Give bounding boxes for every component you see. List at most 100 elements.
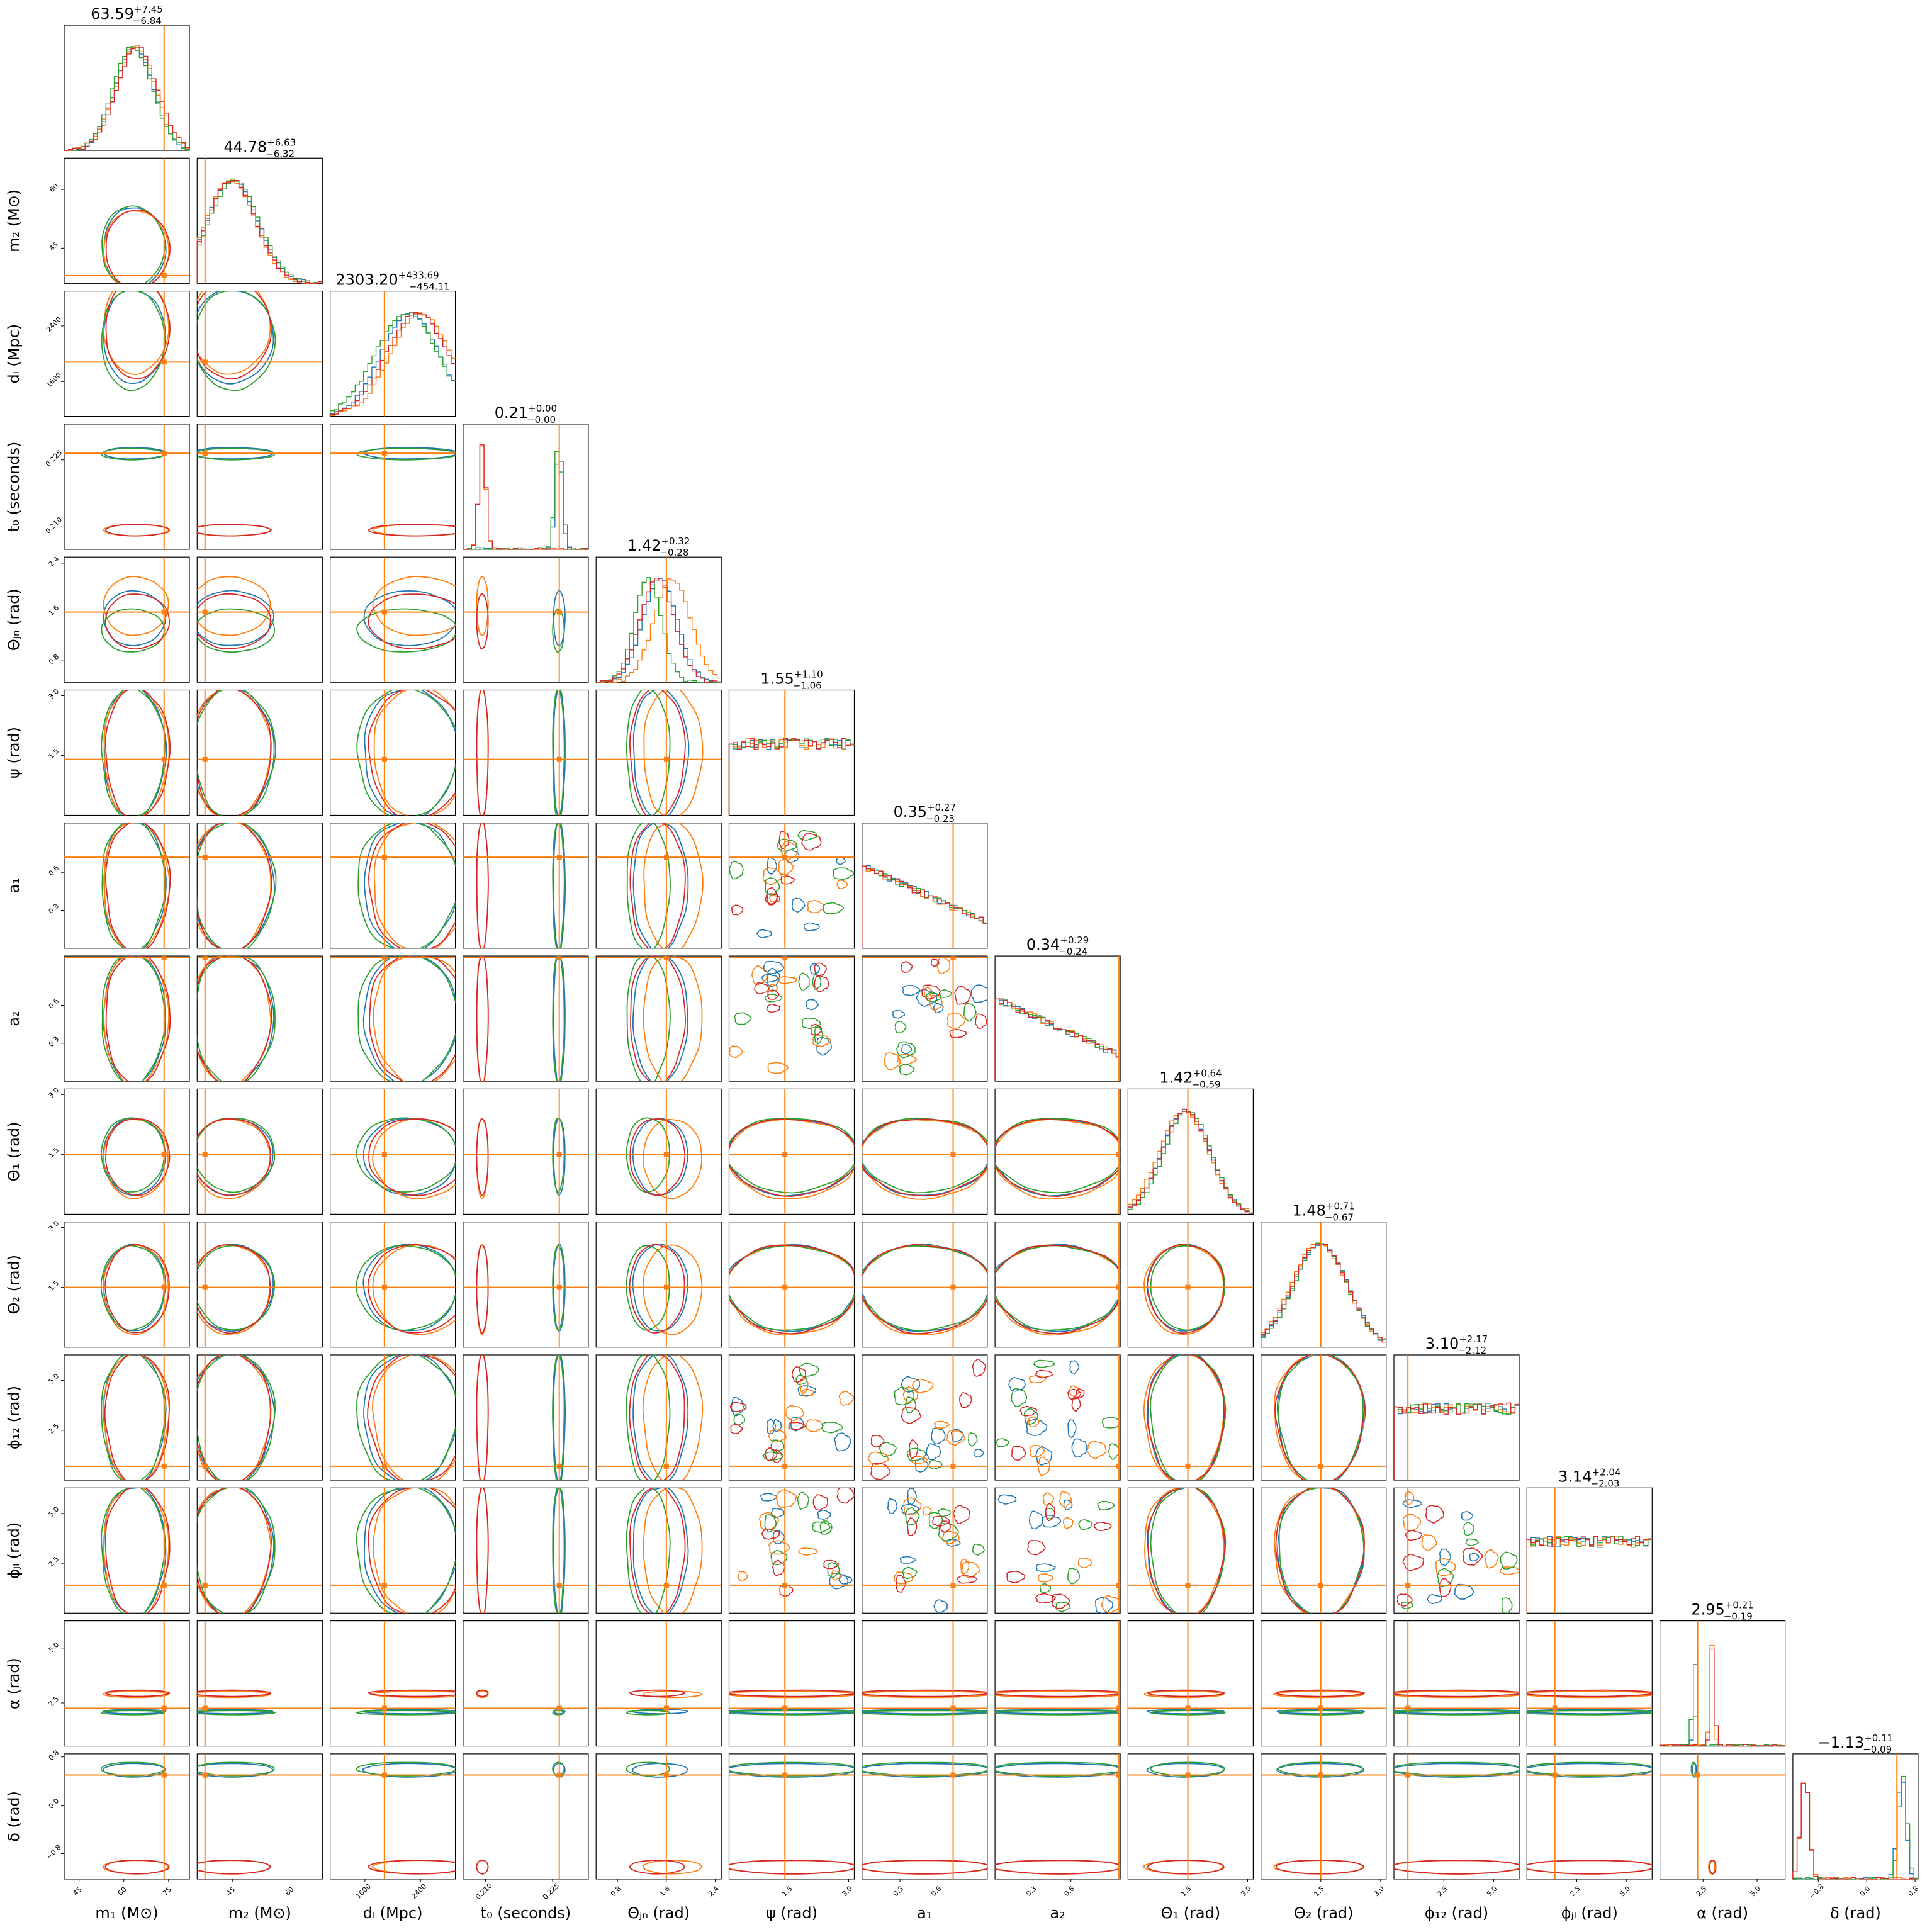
contour-series-1	[892, 1009, 906, 1019]
x-tick-label: 5.0	[1749, 1885, 1763, 1899]
x-tick-label: 45	[225, 1885, 237, 1897]
contour-series-1	[1041, 1514, 1062, 1528]
y-tick-label: 0.0	[47, 1797, 61, 1811]
contour-series-4	[368, 690, 456, 816]
contour-series-3	[356, 690, 456, 816]
contour-series-3	[729, 1245, 855, 1331]
contour-series-4	[476, 1355, 489, 1480]
contour-series-3	[197, 1117, 276, 1193]
contour-series-4	[104, 1244, 170, 1334]
contour-frame	[329, 556, 456, 683]
contour-frame	[329, 1354, 456, 1481]
truth-marker	[950, 956, 956, 960]
histogram-series-2	[1393, 1403, 1519, 1480]
contour-series-4	[972, 1358, 986, 1377]
contour-series-4	[772, 1559, 786, 1576]
hist-panel-a2: 0.34+0.29−0.24	[994, 935, 1121, 1082]
contour-series-2	[910, 1456, 928, 1464]
contour-series-4	[812, 1494, 829, 1511]
contour-series-4	[1405, 1530, 1423, 1541]
histogram-series-3	[1659, 1716, 1785, 1747]
contour-series-3	[995, 1438, 1009, 1447]
contour-panel-phi_jl-vs-t0	[463, 1487, 589, 1614]
contour-panel-a2-vs-psi	[728, 955, 855, 1082]
truth-marker	[1318, 1705, 1323, 1711]
title-value: 3.10	[1425, 1335, 1459, 1352]
contour-series-2	[942, 1530, 960, 1544]
contour-frame	[463, 556, 589, 683]
y-axis-label-theta2: Θ₂ (rad)	[5, 1255, 23, 1315]
x-axis-label-phi12: ϕ₁₂ (rad)	[1425, 1904, 1488, 1922]
contour-series-3	[356, 1761, 456, 1777]
contour-panel-phi_jl-vs-m1	[64, 1487, 190, 1614]
contour-series-2	[929, 994, 943, 1011]
truth-marker	[1318, 1772, 1323, 1778]
contour-series-1	[1067, 1419, 1077, 1439]
contour-series-1	[756, 929, 772, 938]
contour-panel-delta-vs-theta1	[1127, 1753, 1254, 1880]
contour-series-1	[1036, 1563, 1056, 1573]
contour-series-3	[1278, 1488, 1365, 1614]
contour-frame	[595, 823, 722, 949]
contour-series-4	[1146, 1244, 1225, 1334]
contour-series-2	[1144, 1488, 1225, 1614]
x-tick-label: 1600	[354, 1882, 373, 1901]
contour-series-4	[1051, 1593, 1070, 1609]
truth-marker	[1185, 1463, 1191, 1469]
contour-frame	[329, 689, 456, 816]
contour-series-4	[368, 1118, 456, 1196]
title-minus: −0.28	[660, 547, 688, 558]
contour-series-2	[643, 823, 704, 948]
contour-series-2	[643, 1690, 703, 1699]
title-minus: −2.03	[1591, 1478, 1620, 1489]
contour-series-4	[1147, 1860, 1225, 1875]
contour-frame	[196, 1222, 323, 1348]
contour-series-3	[197, 690, 276, 816]
contour-series-1	[1029, 1510, 1043, 1530]
contour-panel-a1-vs-m1	[64, 823, 190, 949]
contour-series-1	[553, 690, 566, 816]
contour-panel-psi-vs-m1	[64, 689, 190, 816]
panel-title-delta: −1.13+0.11−0.09	[1818, 1733, 1894, 1755]
contour-series-4	[1396, 1593, 1413, 1607]
contour-series-3	[1278, 1710, 1364, 1716]
contour-series-4	[476, 690, 489, 816]
contour-series-3	[896, 1041, 916, 1059]
contour-frame	[862, 1487, 988, 1614]
contour-series-1	[364, 690, 456, 816]
contour-series-2	[103, 1244, 169, 1335]
truth-marker	[161, 1284, 167, 1290]
contour-frame	[463, 1487, 589, 1614]
contour-series-4	[896, 1575, 906, 1593]
contour-series-2	[836, 879, 848, 890]
contour-panel-dL-vs-m1	[64, 291, 190, 417]
contour-series-1	[553, 823, 566, 948]
contour-series-3	[1150, 1710, 1226, 1716]
contour-frame	[64, 1487, 190, 1614]
truth-marker	[161, 609, 167, 615]
histogram-series-1	[463, 461, 588, 550]
contour-series-4	[197, 291, 272, 380]
panel-title-alpha: 2.95+0.21−0.19	[1691, 1600, 1753, 1622]
truth-marker	[161, 1772, 167, 1778]
contour-panel-phi12-vs-theta_jn	[595, 1354, 722, 1481]
contour-series-1	[901, 1376, 921, 1393]
truth-marker	[381, 1463, 387, 1469]
histogram-series-4	[64, 47, 189, 151]
title-minus: −0.19	[1724, 1611, 1753, 1622]
title-plus: +2.04	[1592, 1466, 1621, 1478]
contour-series-4	[476, 1860, 489, 1875]
contour-series-2	[995, 1690, 1121, 1699]
title-plus: +0.29	[1060, 935, 1089, 946]
contour-series-4	[949, 1029, 967, 1038]
histogram-series-4	[862, 865, 987, 948]
contour-panel-a1-vs-theta_jn	[595, 823, 722, 949]
x-tick-label: 2.5	[1695, 1885, 1709, 1899]
contour-series-4	[930, 958, 940, 967]
contour-panel-delta-vs-phi_jl	[1526, 1753, 1653, 1880]
truth-marker	[161, 1152, 167, 1157]
truth-marker	[381, 1772, 387, 1778]
contour-panel-a2-vs-m2	[196, 955, 323, 1082]
x-tick-label: 2.5	[1435, 1885, 1449, 1899]
histogram-series-4	[1526, 1536, 1653, 1614]
